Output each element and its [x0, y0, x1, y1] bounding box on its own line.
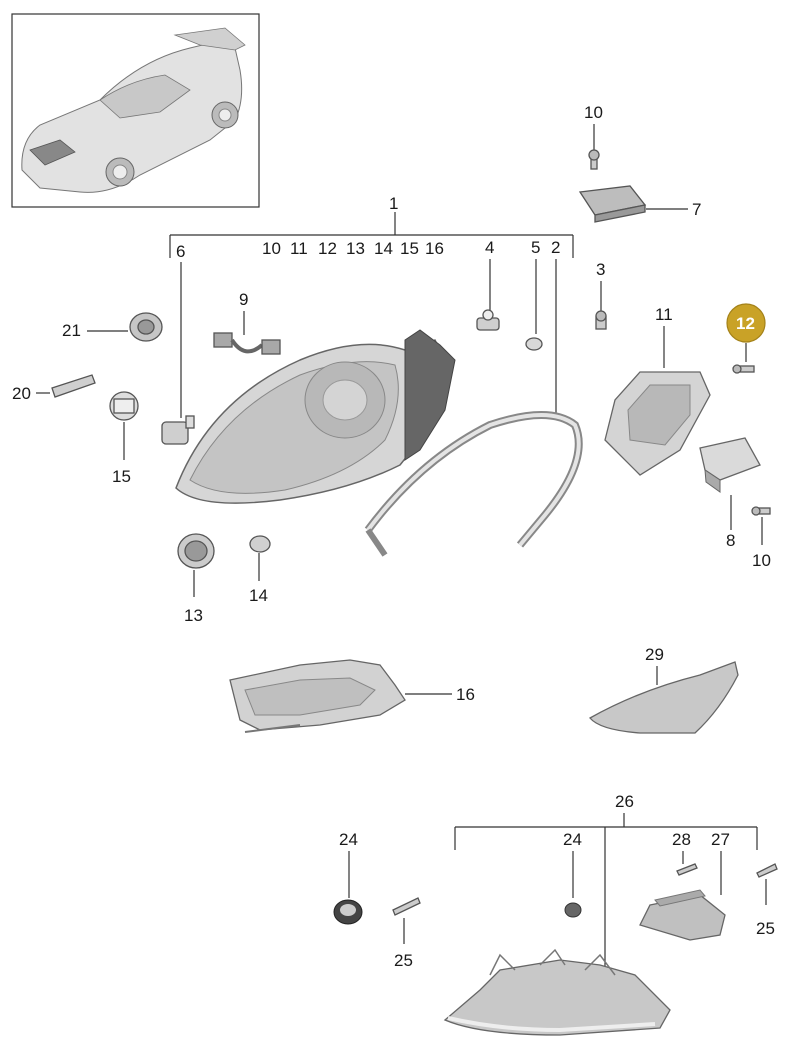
cover-11	[604, 371, 711, 476]
callout-5: 5	[531, 238, 540, 257]
callout-10-right: 10	[752, 551, 771, 570]
callout-13: 13	[184, 606, 203, 625]
callout-15: 15	[112, 467, 131, 486]
callout-9: 9	[239, 290, 248, 309]
cap-14	[249, 535, 271, 553]
callout-6: 6	[176, 242, 185, 261]
callout-13-list: 13	[346, 239, 365, 258]
callout-26: 26	[615, 792, 634, 811]
socket-15	[109, 391, 139, 421]
seal-2	[364, 411, 583, 557]
control-unit-27	[639, 889, 726, 941]
callout-12-highlight[interactable]: 12	[726, 303, 766, 343]
callout-10-top: 10	[584, 103, 603, 122]
callout-12-list: 12	[318, 239, 337, 258]
callout-7: 7	[692, 200, 701, 219]
screw-25-right	[756, 863, 778, 878]
callout-3: 3	[596, 260, 605, 279]
callout-2: 2	[551, 238, 560, 257]
headlight-assembly	[175, 329, 456, 504]
bulb-socket-6	[161, 415, 195, 445]
callout-16: 16	[456, 685, 475, 704]
callout-29: 29	[645, 645, 664, 664]
callout-16-list: 16	[425, 239, 444, 258]
callout-28: 28	[672, 830, 691, 849]
control-unit-8	[699, 437, 761, 493]
callout-14-list: 14	[374, 239, 393, 258]
housing-16	[229, 659, 406, 733]
cover-cap-21	[129, 312, 163, 342]
screw-10-top	[588, 149, 600, 170]
callout-24-middle: 24	[563, 830, 582, 849]
callout-12-text: 12	[736, 314, 755, 333]
callout-25-left: 25	[394, 951, 413, 970]
screw-12	[732, 364, 755, 374]
daytime-light-26	[443, 948, 671, 1036]
callout-14: 14	[249, 586, 268, 605]
screw-28	[676, 863, 698, 876]
module-7	[578, 185, 647, 223]
bulb-5	[525, 337, 543, 351]
callout-24-left: 24	[339, 830, 358, 849]
screw-10-right	[751, 506, 771, 516]
bulb-4	[476, 309, 500, 331]
wiring-9	[213, 332, 281, 355]
screw-3	[595, 310, 607, 330]
callout-4: 4	[485, 238, 494, 257]
callout-11: 11	[655, 305, 673, 324]
cap-13	[177, 533, 215, 569]
callout-10-list: 10	[262, 239, 281, 258]
grommet-24-left	[333, 899, 363, 925]
callout-15-list: 15	[400, 239, 419, 258]
callout-27: 27	[711, 830, 730, 849]
callout-11-list: 11	[290, 239, 308, 258]
group-bracket-1	[169, 212, 574, 258]
callout-20: 20	[12, 384, 31, 403]
screw-25-left	[392, 897, 421, 916]
trim-29	[588, 661, 739, 734]
grommet-24-middle	[564, 902, 582, 918]
callout-8: 8	[726, 531, 735, 550]
callout-25-right: 25	[756, 919, 775, 938]
car-thumbnail	[11, 13, 260, 208]
adjuster-tool-20	[51, 374, 96, 398]
callout-1: 1	[389, 194, 398, 213]
callout-21: 21	[62, 321, 81, 340]
